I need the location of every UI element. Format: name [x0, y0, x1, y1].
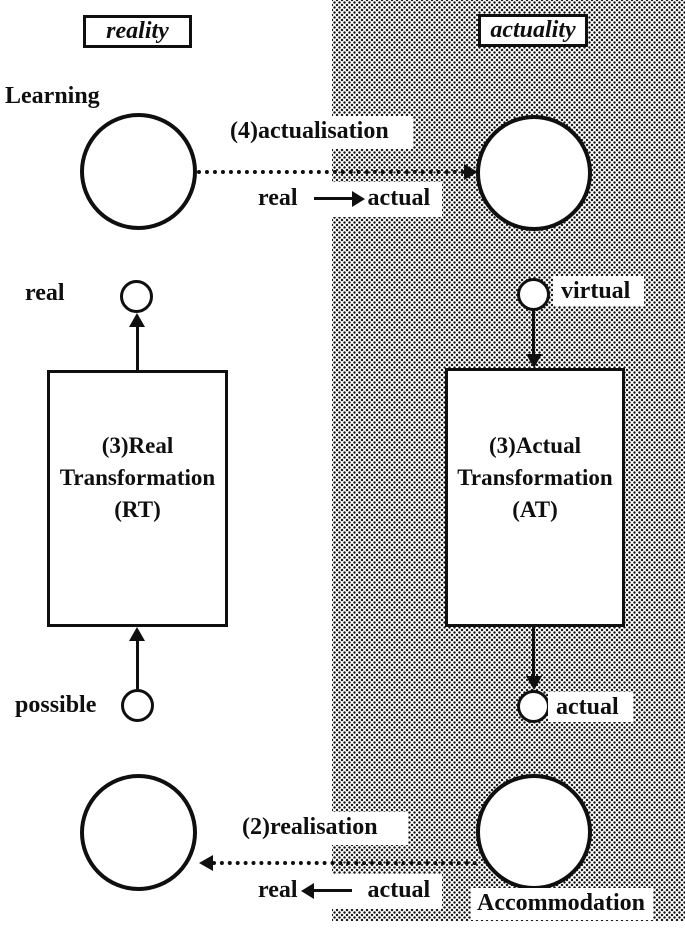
accommodation-circle [476, 774, 592, 890]
rt-box-line2: Transformation [59, 465, 216, 490]
actual-output-label: actual [548, 692, 633, 723]
at-input-arrow-line [532, 309, 535, 354]
realisation-from-label: real [258, 877, 298, 903]
at-box-line1: (3)Actual [489, 433, 581, 458]
rt-box-line3: (RT) [114, 497, 161, 522]
rt-output-arrowhead-icon [129, 313, 145, 327]
real-output-circle [120, 280, 153, 313]
real-output-label: real [25, 280, 65, 306]
actualisation-label: (4)actualisation [228, 116, 413, 149]
learning-label: Learning [5, 83, 100, 109]
actualisation-arrowhead-icon [464, 164, 478, 180]
realisation-arrowhead-icon [199, 855, 213, 871]
realisation-arrow-line [212, 861, 477, 865]
virtual-circle [517, 278, 550, 311]
actualisation-from-label: real [258, 185, 298, 211]
learning-circle [80, 113, 197, 230]
actualisation-to-label: actual [367, 185, 431, 211]
possible-label: possible [15, 692, 97, 718]
left-arrow-icon [300, 882, 352, 899]
right-arrow-icon [313, 190, 365, 207]
reality-bottom-circle [80, 774, 197, 891]
real-transformation-box: (3)Real Transformation (RT) [47, 370, 228, 627]
actual-output-circle [517, 690, 550, 723]
reality-header-box: reality [83, 15, 192, 48]
rt-input-arrowhead-icon [129, 627, 145, 641]
at-output-arrowhead-icon [526, 676, 542, 690]
at-box-line3: (AT) [512, 497, 558, 522]
actuality-header-label: actuality [490, 17, 576, 43]
rt-output-arrow-line [136, 324, 139, 370]
rt-input-arrow-line [136, 638, 139, 689]
realisation-to-label: actual [367, 877, 431, 903]
actual-transformation-box: (3)Actual Transformation (AT) [445, 368, 625, 627]
at-box-line2: Transformation [457, 465, 613, 490]
actuality-top-circle [476, 115, 592, 231]
reality-header-label: reality [106, 18, 169, 44]
rt-box-line1: (3)Real [101, 433, 174, 458]
realisation-label: (2)realisation [240, 812, 408, 845]
virtual-label: virtual [553, 276, 645, 307]
actualisation-sublabel: real actual [248, 182, 443, 217]
at-output-arrow-line [532, 627, 535, 676]
at-input-arrowhead-icon [526, 354, 542, 368]
realisation-sublabel: real actual [248, 874, 443, 909]
possible-circle [121, 689, 154, 722]
actualisation-arrow-line [197, 170, 465, 174]
actuality-header-box: actuality [478, 14, 588, 47]
accommodation-label: Accommodation [471, 888, 653, 921]
